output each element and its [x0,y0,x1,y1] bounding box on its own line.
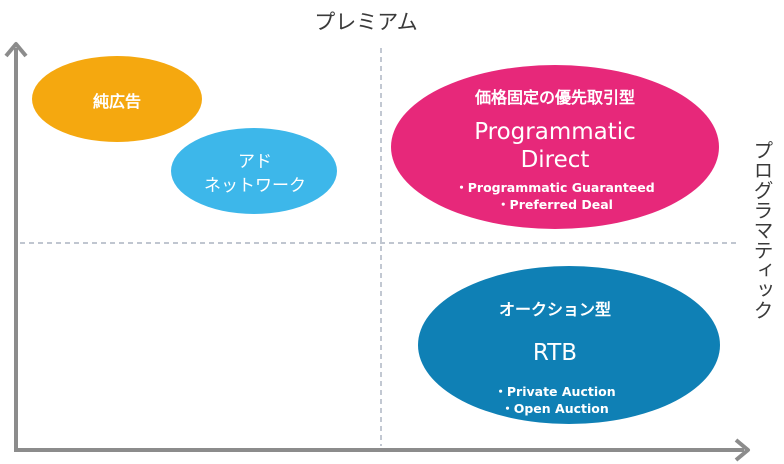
pmp-title: Programmatic Direct [425,118,685,174]
junkoukoku-ellipse [32,56,202,142]
x-axis-arrowhead [734,438,750,462]
adnetwork-line1: アド [238,152,272,172]
junkoukoku-label: 純広告 [92,92,141,111]
pmp-subtitle: 価格固定の優先取引型 [474,88,635,107]
x-axis-title: プログラマティック [750,140,774,320]
rtb-title: RTB [532,340,578,366]
pmp-ellipse [391,65,719,229]
adnetwork-line2: ネットワーク [204,176,306,196]
pmp-title-line2: Direct [520,147,590,173]
pmp-title-line1: Programmatic [474,119,636,145]
y-axis-title: プレミアム [314,10,418,34]
rtb-ellipse [418,266,720,424]
pmp-bullet-preferred: ・Preferred Deal [497,197,613,212]
rtb-subtitle: オークション型 [498,300,611,319]
adnetwork-ellipse [171,128,337,214]
rtb-bullet-open: ・Open Auction [501,401,609,416]
y-axis-arrowhead [4,42,28,58]
adnetwork-label: アド ネットワーク [190,150,320,198]
rtb-bullet-private: ・Private Auction [494,384,616,399]
rtb-bullets: ・Private Auction ・Open Auction [455,383,655,417]
pmp-bullet-guaranteed: ・Programmatic Guaranteed [455,180,655,195]
pmp-bullets: ・Programmatic Guaranteed ・Preferred Deal [405,179,705,213]
